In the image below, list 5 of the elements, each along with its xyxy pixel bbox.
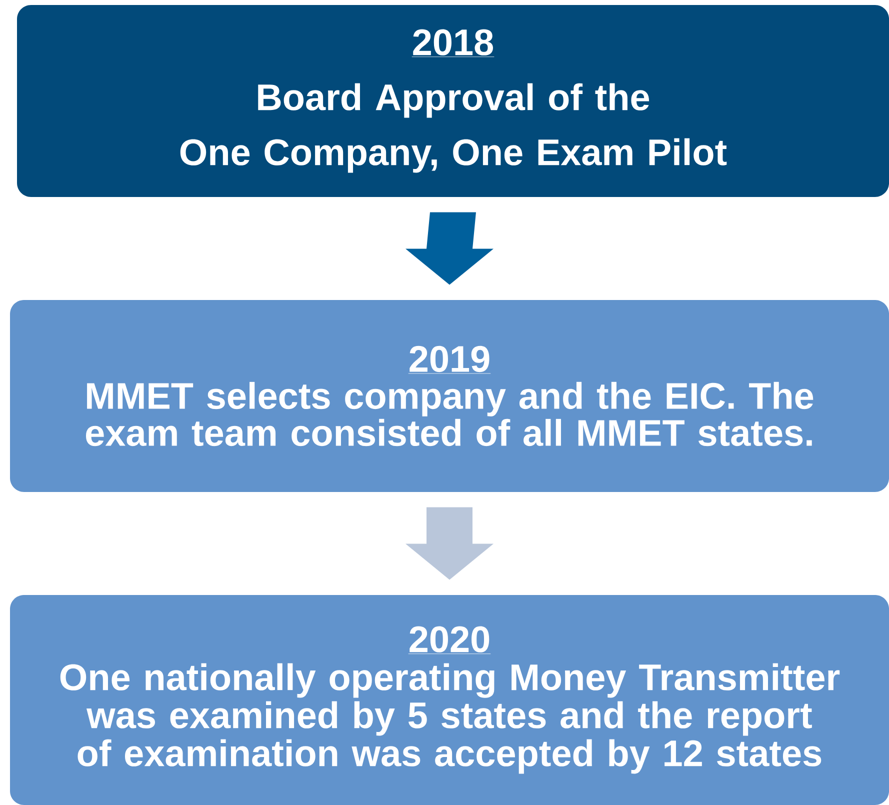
step-box: 2020 One nationally operating Money Transmitter was examined by 5 states and the report of examination was accepted by 12 states <box>10 595 889 805</box>
block-arrow <box>406 212 494 285</box>
step-box: 2019 MMET selects company and the EIC. The exam team consisted of all MMET states. <box>10 300 889 492</box>
block-arrow <box>406 507 494 580</box>
step-box: 2018 Board Approval of the One Company, One Exam Pilot <box>17 5 889 197</box>
